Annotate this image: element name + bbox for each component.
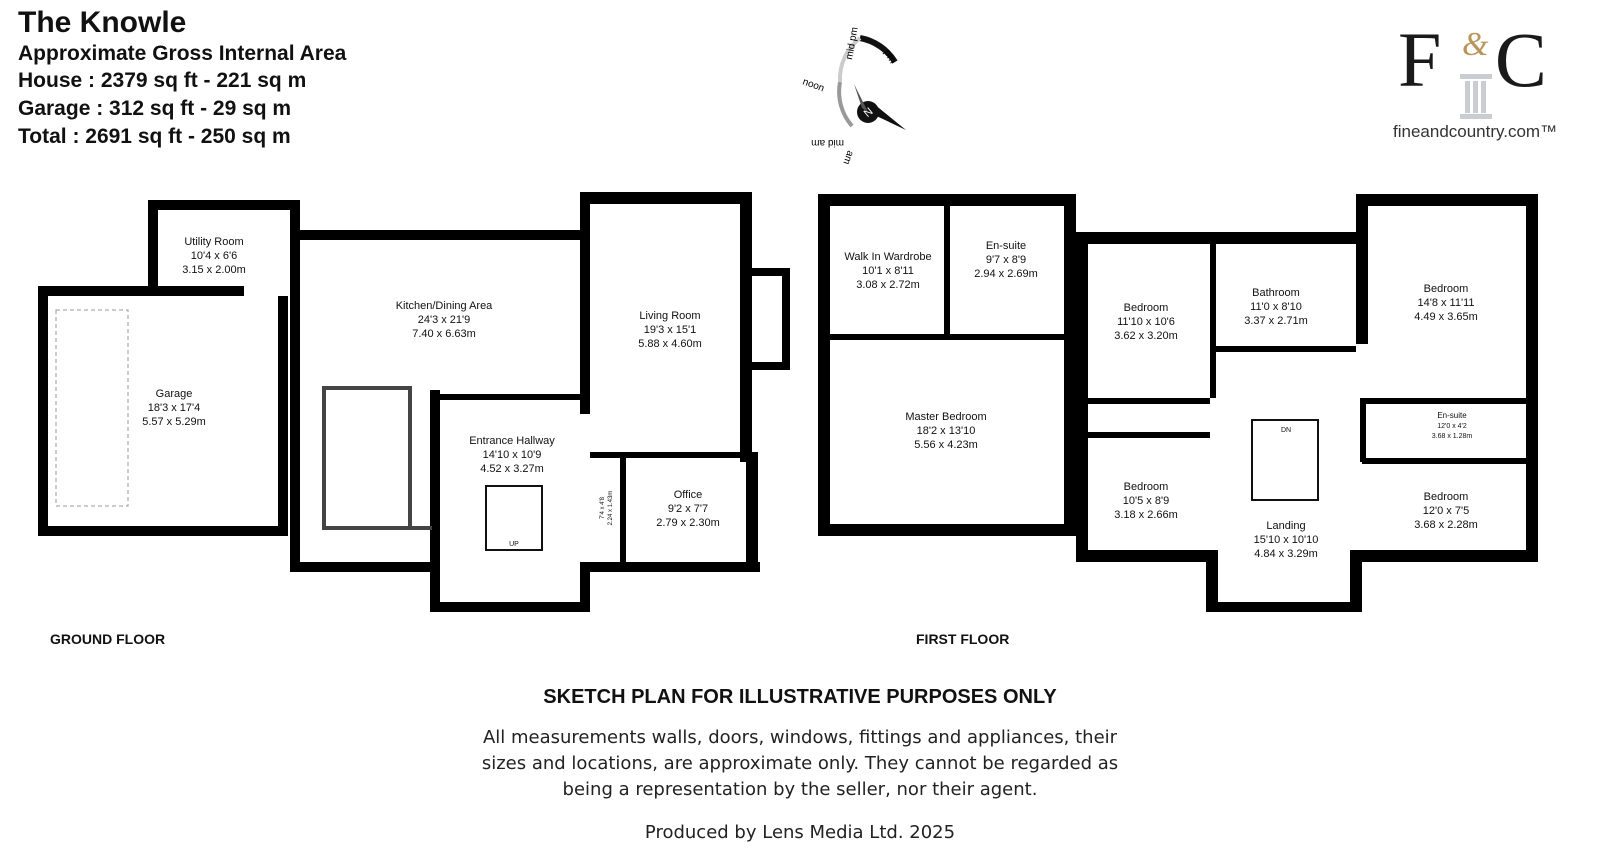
room-name-bedroom-4: Bedroom xyxy=(1124,481,1169,493)
disclaimer: All measurements walls, doors, windows, … xyxy=(0,725,1600,803)
room-name-utility: Utility Room xyxy=(184,236,243,248)
ground-floor-plan xyxy=(38,192,790,612)
room-name-living: Living Room xyxy=(639,310,700,322)
room-name-ensuite-2: En-suite xyxy=(1437,411,1467,420)
room-name-bedroom-2: Bedroom xyxy=(1124,302,1169,314)
room-metric-garage: 5.57 x 5.29m xyxy=(142,416,206,428)
sun-compass-icon: N mid pm pm noon mid am am xyxy=(801,26,906,166)
room-metric-utility: 3.15 x 2.00m xyxy=(182,264,246,276)
pillar-icon xyxy=(1460,74,1492,119)
room-imperial-bedroom-2: 11'10 x 10'6 xyxy=(1117,316,1175,328)
header-block: The Knowle Approximate Gross Internal Ar… xyxy=(18,6,346,151)
room-imperial-bathroom: 11'0 x 8'10 xyxy=(1250,301,1302,313)
room-imperial-garage: 18'3 x 17'4 xyxy=(148,402,201,414)
room-metric-bedroom-5: 3.68 x 2.28m xyxy=(1414,519,1478,531)
floor-plan: Utility Room 10'4 x 6'6 3.15 x 2.00m Gar… xyxy=(38,192,1538,612)
room-metric-ensuite-master: 2.94 x 2.69m xyxy=(974,268,1038,280)
room-imperial-bedroom-5: 12'0 x 7'5 xyxy=(1423,505,1469,517)
garage-area: Garage : 312 sq ft - 29 sq m xyxy=(18,97,292,120)
room-imperial-bedroom-4: 10'5 x 8'9 xyxy=(1123,495,1169,507)
room-imperial-ensuite-2: 12'0 x 4'2 xyxy=(1437,423,1467,430)
room-name-walk-in-wardrobe: Walk In Wardrobe xyxy=(844,251,931,263)
room-imperial-wc: 7'4 x 4'8 xyxy=(600,496,606,519)
room-metric-hallway: 4.52 x 3.27m xyxy=(480,463,544,475)
room-imperial-utility: 10'4 x 6'6 xyxy=(191,250,237,262)
compass-label-mid-am: mid am xyxy=(811,137,844,148)
room-name-ensuite-master: En-suite xyxy=(986,240,1026,252)
room-metric-office: 2.79 x 2.30m xyxy=(656,517,720,529)
room-name-hallway: Entrance Hallway xyxy=(469,435,555,447)
room-imperial-hallway: 14'10 x 10'9 xyxy=(483,449,542,461)
room-name-landing: Landing xyxy=(1266,520,1305,532)
area-subtitle: Approximate Gross Internal Area xyxy=(18,42,347,65)
house-area: House : 2379 sq ft - 221 sq m xyxy=(18,69,307,92)
room-imperial-living: 19'3 x 15'1 xyxy=(644,324,697,336)
room-metric-bedroom-3: 4.49 x 3.65m xyxy=(1414,311,1478,323)
room-imperial-office: 9'2 x 7'7 xyxy=(668,503,708,515)
first-floor-labels: Walk In Wardrobe 10'1 x 8'11 3.08 x 2.72… xyxy=(844,240,1477,560)
room-metric-bedroom-4: 3.18 x 2.66m xyxy=(1114,509,1178,521)
stair-label-dn: DN xyxy=(1281,427,1291,434)
room-metric-bathroom: 3.37 x 2.71m xyxy=(1244,315,1308,327)
room-metric-ensuite-2: 3.68 x 1.28m xyxy=(1432,433,1473,440)
property-title: The Knowle xyxy=(18,6,187,39)
disclaimer-line-1: All measurements walls, doors, windows, … xyxy=(482,727,1118,748)
room-metric-wc: 2.24 x 1.43m xyxy=(608,491,614,526)
ground-floor-label: GROUND FLOOR xyxy=(50,631,166,647)
room-metric-master-bedroom: 5.56 x 4.23m xyxy=(914,439,978,451)
compass-label-am: am xyxy=(840,149,855,166)
room-name-master-bedroom: Master Bedroom xyxy=(905,411,986,423)
room-imperial-ensuite-master: 9'7 x 8'9 xyxy=(986,254,1026,266)
room-name-kitchen: Kitchen/Dining Area xyxy=(396,300,493,312)
room-metric-walk-in-wardrobe: 3.08 x 2.72m xyxy=(856,279,920,291)
logo-ampersand: & xyxy=(1462,26,1489,63)
logo-url: fineandcountry.com™ xyxy=(1393,122,1558,141)
room-metric-landing: 4.84 x 3.29m xyxy=(1254,548,1318,560)
first-floor-label: FIRST FLOOR xyxy=(916,631,1010,647)
room-imperial-bedroom-3: 14'8 x 11'11 xyxy=(1417,297,1474,309)
logo-letters: F C xyxy=(1398,16,1547,103)
disclaimer-line-3: being a representation by the seller, no… xyxy=(562,779,1038,800)
sketch-notice: SKETCH PLAN FOR ILLUSTRATIVE PURPOSES ON… xyxy=(543,686,1057,708)
room-name-garage: Garage xyxy=(156,388,193,400)
total-area: Total : 2691 sq ft - 250 sq m xyxy=(18,125,291,148)
room-imperial-walk-in-wardrobe: 10'1 x 8'11 xyxy=(862,265,914,277)
room-name-bedroom-3: Bedroom xyxy=(1424,283,1469,295)
fine-and-country-logo: F C & fineandcountry.com™ xyxy=(1393,16,1568,150)
room-imperial-landing: 15'10 x 10'10 xyxy=(1254,534,1319,546)
disclaimer-line-2: sizes and locations, are approximate onl… xyxy=(481,753,1119,774)
produced-by: Produced by Lens Media Ltd. 2025 xyxy=(644,822,956,843)
room-metric-kitchen: 7.40 x 6.63m xyxy=(412,328,476,340)
room-name-office: Office xyxy=(674,489,703,501)
room-metric-living: 5.88 x 4.60m xyxy=(638,338,702,350)
first-floor-plan xyxy=(818,194,1538,612)
stair-label-up: UP xyxy=(509,541,519,548)
room-metric-bedroom-2: 3.62 x 3.20m xyxy=(1114,330,1178,342)
room-imperial-master-bedroom: 18'2 x 13'10 xyxy=(917,425,976,437)
room-imperial-kitchen: 24'3 x 21'9 xyxy=(418,314,471,326)
ground-floor-labels: Utility Room 10'4 x 6'6 3.15 x 2.00m Gar… xyxy=(142,236,720,548)
garage-door xyxy=(55,309,129,507)
room-name-bedroom-5: Bedroom xyxy=(1424,491,1469,503)
room-name-bathroom: Bathroom xyxy=(1252,287,1300,299)
